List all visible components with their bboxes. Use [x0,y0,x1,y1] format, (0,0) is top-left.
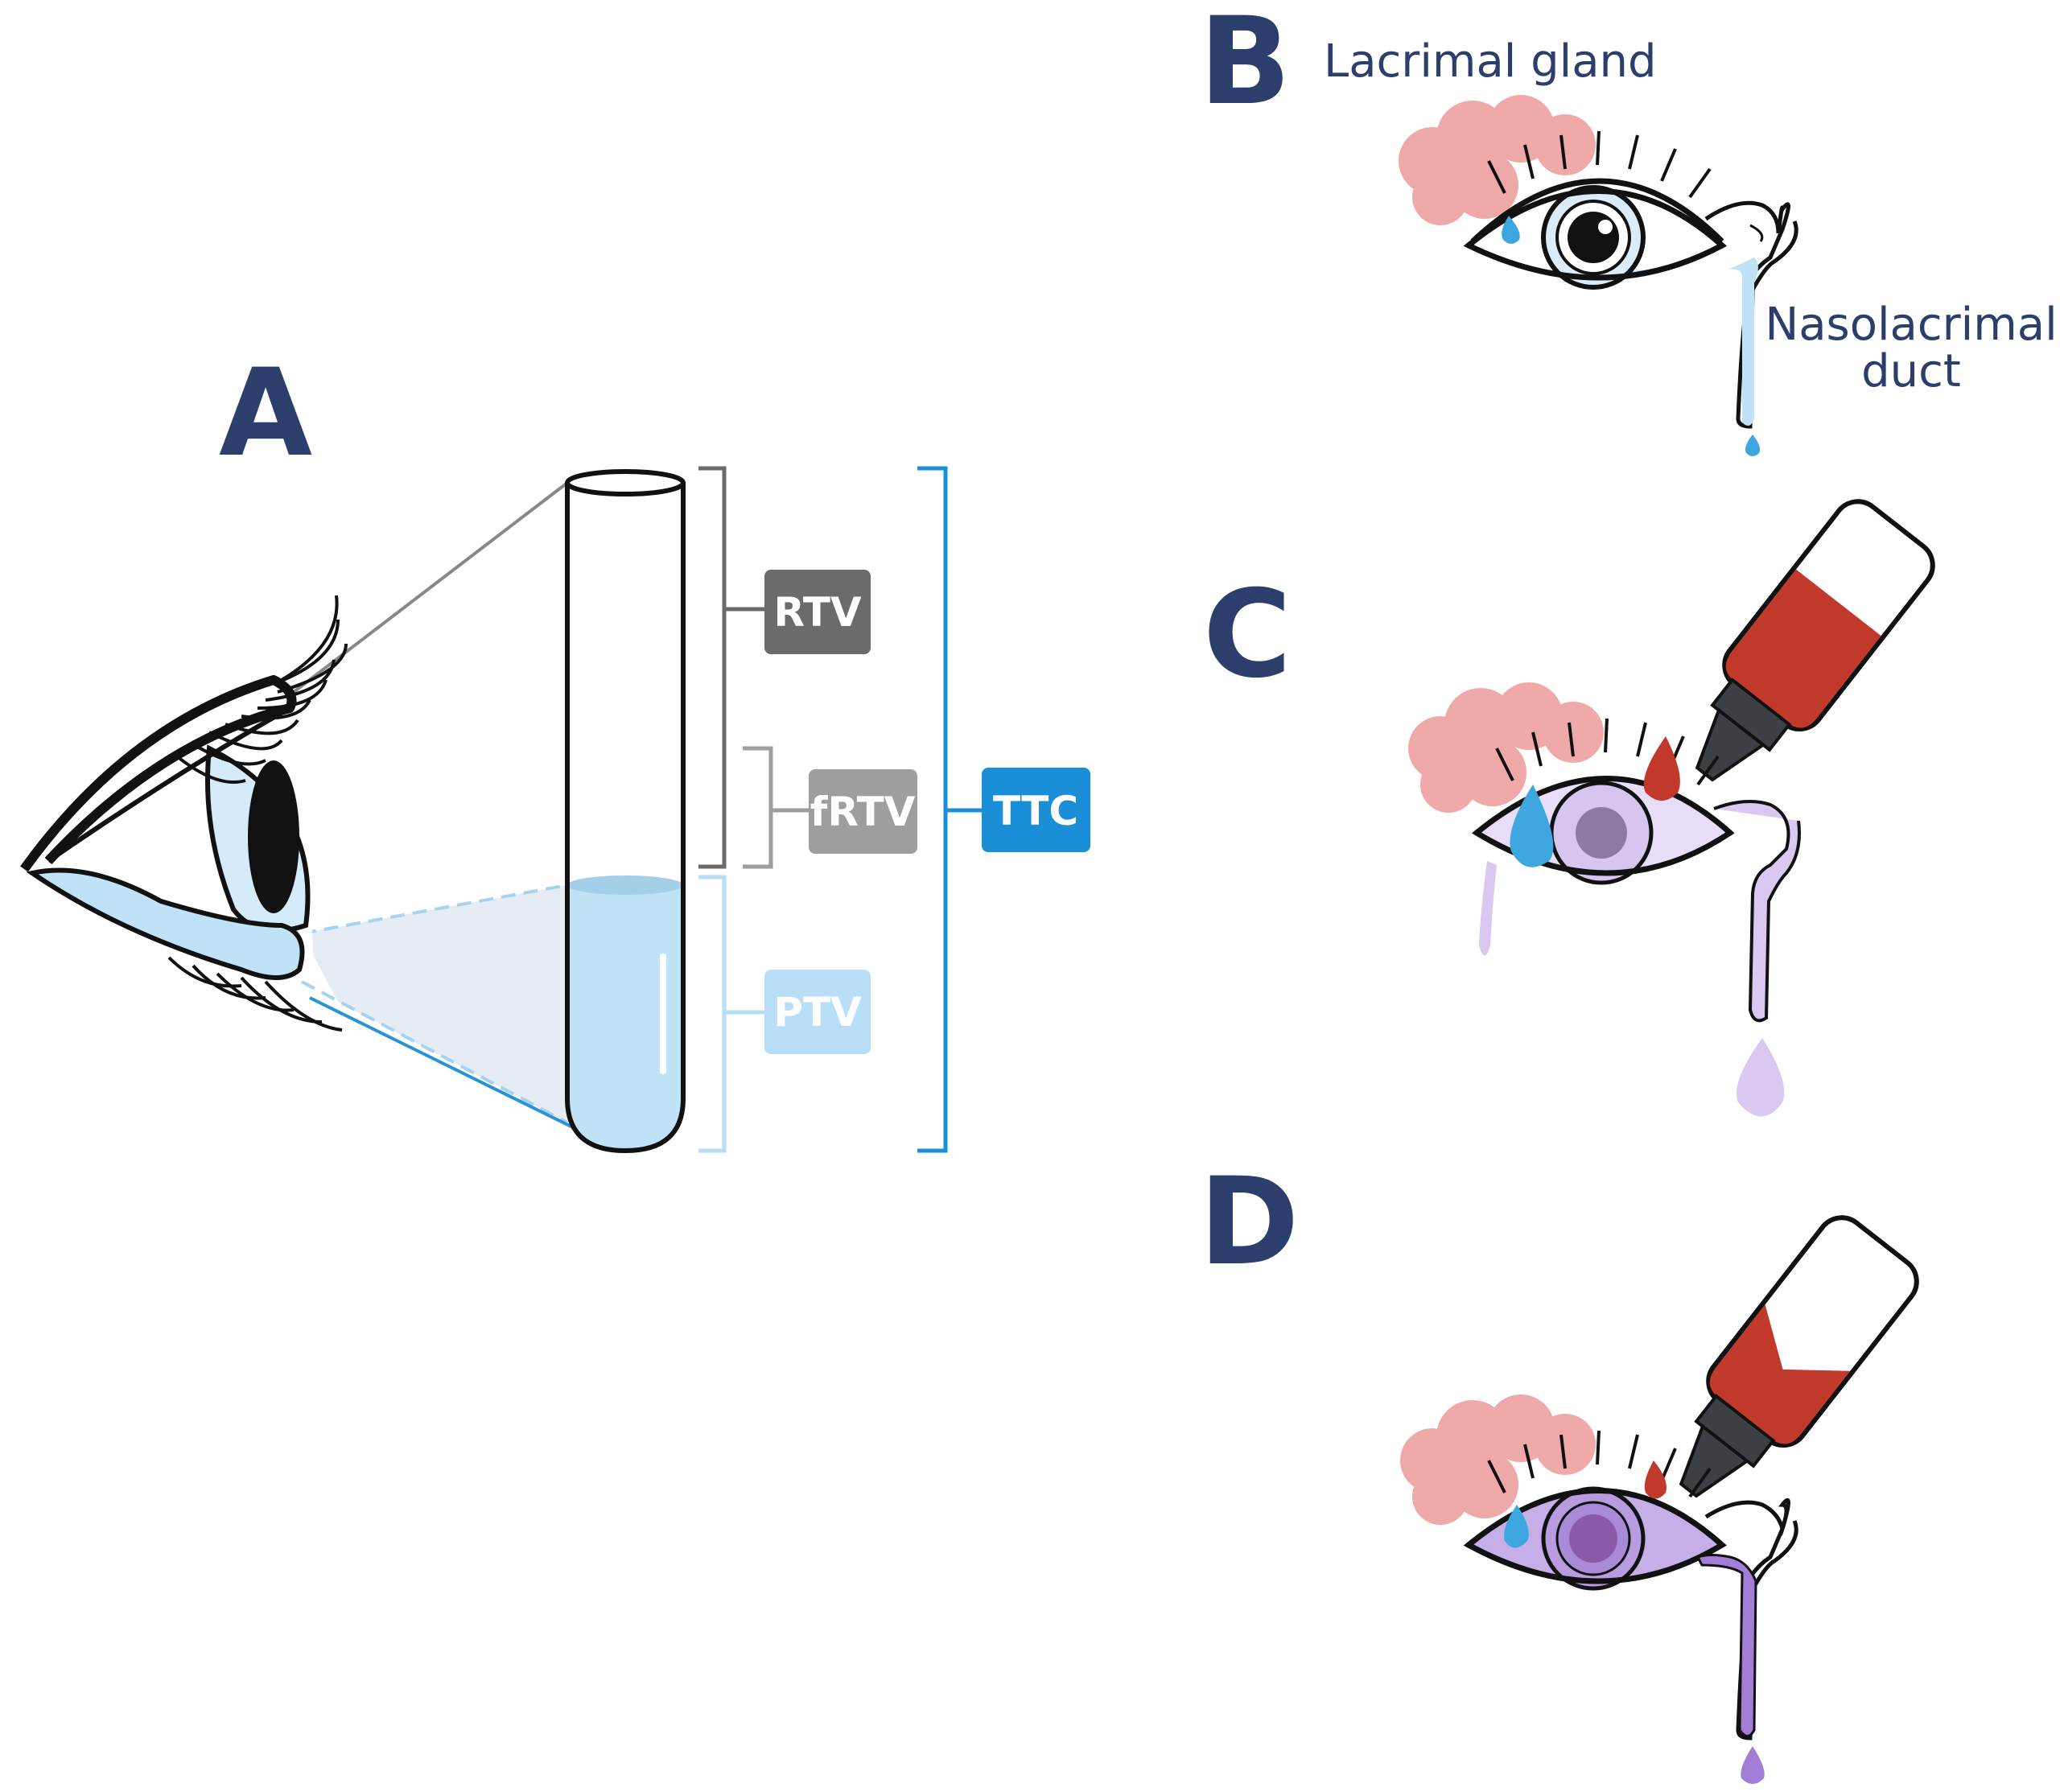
ptv-bracket [698,875,764,1153]
nasolacrimal-duct-label-line1: Nasolacrimal [1765,299,2057,351]
purple-drop-icon [1737,1038,1785,1117]
tear-drop-icon [1502,216,1520,244]
panel-b-letter: B [1199,0,1291,132]
volume-brackets [698,466,982,1153]
ttc-bracket [917,466,982,1153]
ttc-label-box: TTC [982,768,1090,852]
eye-front-icon-c [1471,718,1735,956]
red-dye-drop-icon [1643,736,1680,801]
overflow-streak [1479,861,1497,956]
tear-meniscus-projection [302,885,567,1123]
panel-a-letter: A [219,344,312,484]
panel-c: C [1203,499,1935,1117]
dropper-bottle-icon-d [1679,1215,1919,1498]
test-tube-icon [565,469,686,1154]
pupil-profile [248,760,299,913]
dropper-bottle-icon [1695,499,1935,782]
nasolacrimal-duct-label-line2: duct [1861,345,1961,398]
frtv-label-box: fRTV [809,769,917,854]
sight-lines [292,481,580,1132]
pupil [1568,212,1619,263]
lacrimal-gland-icon-d [1400,1394,1596,1525]
lacrimal-gland-label: Lacrimal gland [1324,35,1657,88]
duct-tear-drop-icon [1745,435,1760,456]
pupil-c [1576,807,1627,859]
panel-b: B Lacrimal gland Nasolacrimal duct [1199,0,2058,456]
lacrimal-gland-icon [1399,95,1596,225]
upper-lashes [175,595,348,784]
red-dye-drop-icon-d [1644,1460,1667,1499]
purple-drop-icon-d [1741,1746,1765,1784]
lower-lid-tear-film [26,867,305,980]
eye-front-icon-d [1463,1430,1727,1591]
panel-d-letter: D [1199,1152,1300,1292]
upper-lashes-b [1487,130,1712,199]
ptv-label: PTV [773,989,862,1036]
tube-fluid [567,885,683,1151]
lacrimal-gland-icon-c [1408,682,1604,813]
panel-d: D [1199,1152,1919,1784]
nasolacrimal-duct-icon-c [1713,800,1801,1117]
nasolacrimal-duct-icon [1704,200,1798,456]
frtv-bracket [743,746,809,869]
pupil-d [1569,1514,1617,1563]
blue-tear-drop-icon [1510,785,1554,867]
ttc-label: TTC [993,788,1078,834]
nasolacrimal-duct-icon-d [1695,1497,1798,1784]
rtv-bracket [698,466,764,869]
panel-c-letter: C [1203,565,1292,705]
rtv-label: RTV [773,589,861,636]
panel-a: A [20,344,1090,1154]
frtv-label: fRTV [810,789,916,835]
ptv-label-box: PTV [764,970,871,1054]
blue-tear-drop-icon-d [1504,1505,1529,1548]
lower-lashes [167,956,343,1032]
rtv-label-box: RTV [764,570,871,654]
eye-profile-icon [20,595,348,1032]
